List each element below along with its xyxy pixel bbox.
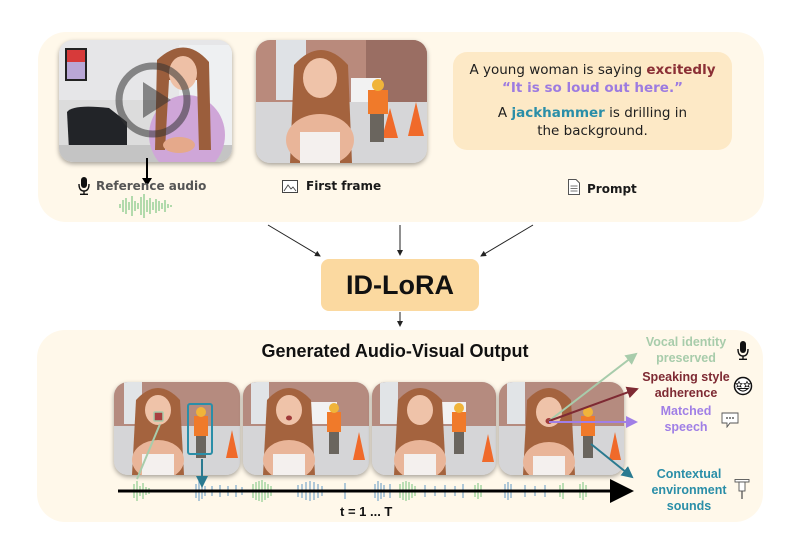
time-label: t = 1 ... T: [340, 504, 393, 519]
annotation-matched-speech: Matched speech: [660, 404, 712, 434]
worker-highlight-box: [187, 403, 213, 455]
reference-audio-arrow: [142, 158, 152, 186]
first-frame-thumbnail: [256, 40, 427, 163]
contextual-sound-arrow: [590, 443, 634, 479]
output-frame-4: [499, 382, 624, 475]
output-title: Generated Audio-Visual Output: [261, 341, 529, 361]
annotation-speaking-style: Speaking style adherence: [642, 370, 730, 400]
prompt-emphasis-jackhammer: jackhammer: [511, 105, 605, 121]
prompt-line2-prefix: A: [497, 105, 512, 121]
prompt-line1: A young woman is saying: [469, 62, 647, 78]
speech-bubble-icon: [721, 412, 739, 432]
prompt-quote: “It is so loud out here.”: [502, 80, 683, 96]
prompt-emphasis-excitedly: excitedly: [646, 62, 716, 78]
image-icon: [282, 178, 298, 197]
input-to-model-arrows: [267, 224, 534, 327]
id-lora-model-box: ID-LoRA: [321, 259, 479, 311]
prompt-text-box: A young woman is saying excitedly “It is…: [453, 52, 732, 150]
annotation-vocal-identity: Vocal identity preserved: [645, 335, 727, 365]
prompt-line2-suffix: is drilling in the background.: [537, 105, 688, 139]
play-icon: [115, 62, 191, 138]
annotation-contextual-sounds: Contextual environment sounds: [651, 467, 727, 513]
reference-audio-label: Reference audio: [96, 179, 207, 193]
mouth-highlight-box: [153, 411, 164, 422]
first-frame-label: First frame: [306, 179, 382, 193]
output-frame-1: [114, 382, 240, 475]
microphone-icon: [78, 177, 90, 199]
output-frame-3: [372, 382, 496, 475]
document-icon: [568, 179, 580, 199]
microphone-icon: [737, 341, 749, 364]
output-frame-2: [243, 382, 369, 475]
reference-audio-waveform: [119, 194, 172, 218]
star-struck-face-icon: [733, 376, 753, 400]
jackhammer-icon: [734, 478, 750, 504]
vocal-identity-arrow: [548, 352, 638, 422]
speaking-style-arrow: [548, 386, 639, 422]
prompt-label: Prompt: [587, 182, 637, 196]
reference-video-thumbnail: [59, 40, 232, 162]
